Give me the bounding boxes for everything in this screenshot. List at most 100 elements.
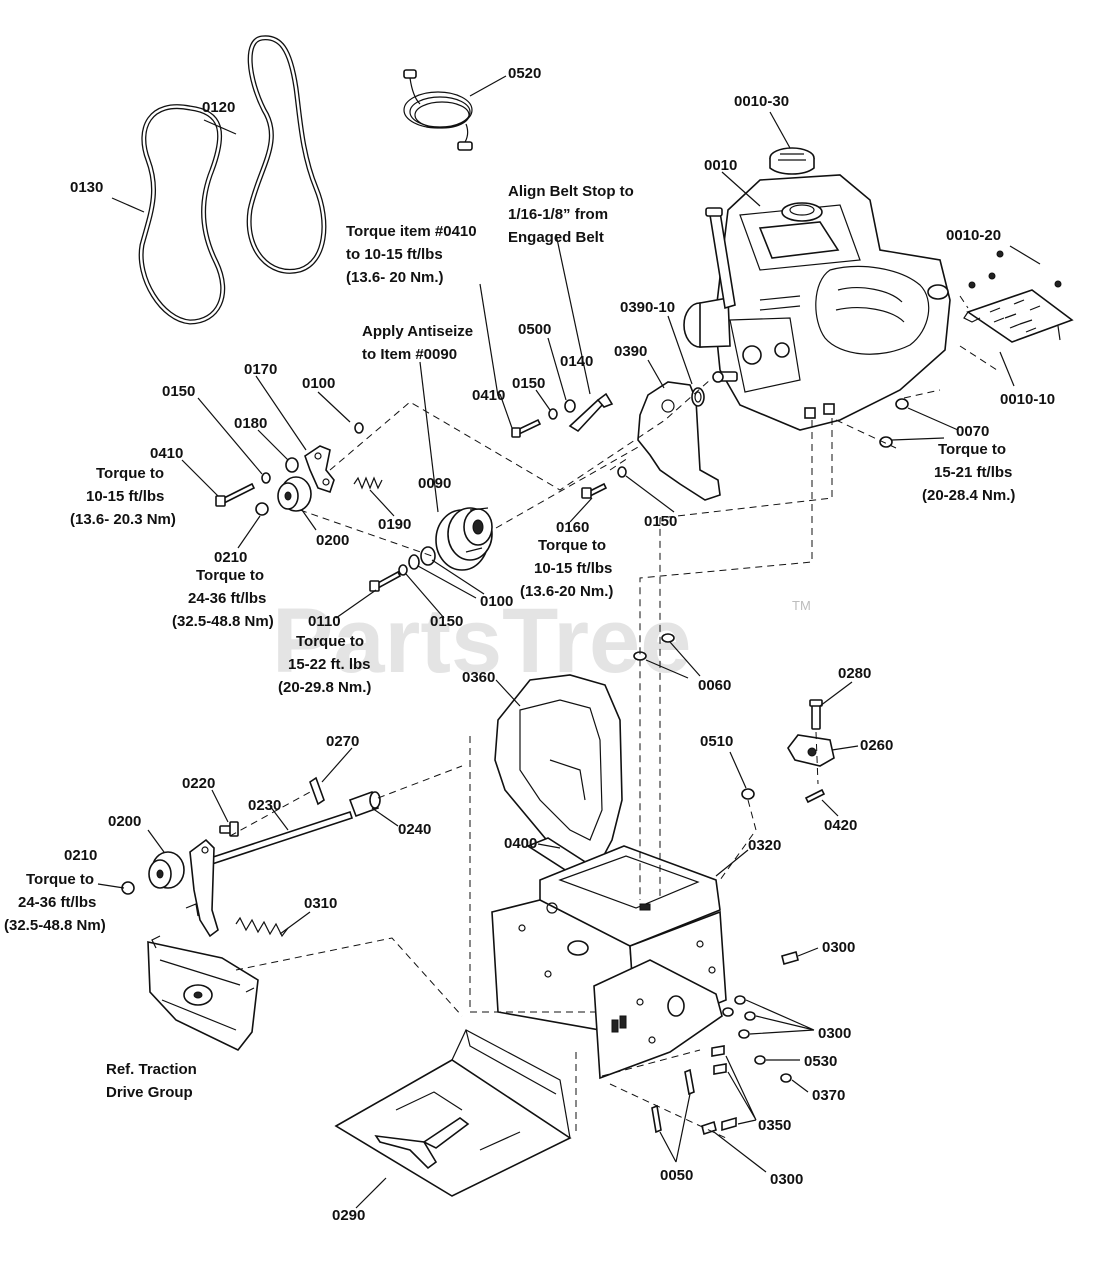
label-0280: 0280 xyxy=(838,665,871,682)
label-0510: 0510 xyxy=(700,733,733,750)
label-0110: 0110 xyxy=(308,613,341,630)
label-0390-10: 0390-10 xyxy=(620,299,675,316)
note-torque-0110: Torque to 15-22 ft. lbs (20-29.8 Nm.) xyxy=(278,633,375,696)
note-torque-0160: Torque to 10-15 ft/lbs (13.6-20 Nm.) xyxy=(520,537,617,600)
label-0420: 0420 xyxy=(824,817,857,834)
bottom-pan-0290 xyxy=(334,1029,572,1197)
idler-arm-0170 xyxy=(304,445,335,494)
washer-0510 xyxy=(741,788,755,800)
label-0060: 0060 xyxy=(698,677,731,694)
nuts-0070 xyxy=(879,398,909,448)
idler-pulley-0200-a xyxy=(277,476,312,512)
belt-0120 xyxy=(246,35,327,274)
watermark-trademark: TM xyxy=(792,598,811,613)
label-0100-a: 0100 xyxy=(302,375,335,392)
label-0300-a: 0300 xyxy=(822,939,855,956)
label-0120: 0120 xyxy=(202,99,235,116)
nut-0210-a xyxy=(255,502,269,516)
label-0230: 0230 xyxy=(248,797,281,814)
label-0010: 0010 xyxy=(704,157,737,174)
label-0400: 0400 xyxy=(504,835,537,852)
belt-stop-0140 xyxy=(568,392,614,433)
label-0210-b: 0210 xyxy=(64,847,97,864)
bolt-0220 xyxy=(219,821,239,837)
lockwasher-0150-c xyxy=(617,466,627,478)
label-0150-a: 0150 xyxy=(512,375,545,392)
engine-0010 xyxy=(683,174,951,431)
label-0180: 0180 xyxy=(234,415,267,432)
label-0200-a: 0200 xyxy=(316,532,349,549)
label-0210-a: 0210 xyxy=(214,549,247,566)
label-0360: 0360 xyxy=(462,669,495,686)
label-0300-c: 0300 xyxy=(770,1171,803,1188)
bracket-0260 xyxy=(787,734,835,767)
label-0500: 0500 xyxy=(518,321,551,338)
idler-bracket xyxy=(185,838,219,938)
label-0010-10: 0010-10 xyxy=(1000,391,1055,408)
label-0050: 0050 xyxy=(660,1167,693,1184)
label-0290: 0290 xyxy=(332,1207,365,1224)
bolt-0280 xyxy=(809,699,823,730)
label-0410-a: 0410 xyxy=(472,387,505,404)
label-0520: 0520 xyxy=(508,65,541,82)
note-torque-0070: Torque to 15-21 ft/lbs (20-28.4 Nm.) xyxy=(922,441,1017,504)
engine-pulley-0090 xyxy=(435,507,493,571)
bolts-0350 xyxy=(711,1045,737,1132)
note-torque-0210-lower: Torque to 24-36 ft/lbs (32.5-48.8 Nm) xyxy=(4,871,106,934)
bolt-0410-a xyxy=(511,418,542,438)
washer-0100-b xyxy=(408,546,436,570)
label-0320: 0320 xyxy=(748,837,781,854)
shaft-0230 xyxy=(202,810,354,868)
label-0350: 0350 xyxy=(758,1117,791,1134)
label-0190: 0190 xyxy=(378,516,411,533)
screw-0420 xyxy=(804,788,826,804)
bolt-0160 xyxy=(581,482,608,499)
screws-0010-20 xyxy=(968,250,1062,289)
label-0270: 0270 xyxy=(326,733,359,750)
note-ref-traction-drive: Ref. Traction Drive Group xyxy=(106,1061,201,1101)
bolt-0110 xyxy=(369,570,402,592)
label-0370: 0370 xyxy=(812,1087,845,1104)
washer-0370 xyxy=(780,1073,792,1083)
belt-0130 xyxy=(138,104,226,325)
lockwasher-0150-b xyxy=(261,472,271,484)
label-0410-b: 0410 xyxy=(150,445,183,462)
bolt-0410-b xyxy=(215,482,256,507)
label-0140: 0140 xyxy=(560,353,593,370)
washer-0180 xyxy=(285,457,299,473)
label-0220: 0220 xyxy=(182,775,215,792)
spring-0190 xyxy=(353,476,383,490)
label-0010-20: 0010-20 xyxy=(946,227,1001,244)
lockwasher-0100-a xyxy=(354,422,364,434)
label-0090: 0090 xyxy=(418,475,451,492)
washer-0530 xyxy=(754,1055,766,1065)
label-0150-c: 0150 xyxy=(644,513,677,530)
label-0130: 0130 xyxy=(70,179,103,196)
idler-pulley-0200-b xyxy=(148,851,185,889)
label-0310: 0310 xyxy=(304,895,337,912)
label-0100-b: 0100 xyxy=(480,593,513,610)
label-0240: 0240 xyxy=(398,821,431,838)
label-0530: 0530 xyxy=(804,1053,837,1070)
label-0260: 0260 xyxy=(860,737,893,754)
side-plate xyxy=(593,959,723,1080)
leader-lines xyxy=(97,75,1041,1209)
label-0300-b: 0300 xyxy=(818,1025,851,1042)
lockwasher-0150-a xyxy=(548,408,558,420)
label-0160: 0160 xyxy=(556,519,589,536)
label-0150-d: 0150 xyxy=(430,613,463,630)
cord-0520 xyxy=(403,69,473,151)
label-0070: 0070 xyxy=(956,423,989,440)
note-torque-0210-upper: Torque to 24-36 ft/lbs (32.5-48.8 Nm) xyxy=(172,567,274,630)
bolts-0050 xyxy=(651,1068,695,1134)
washer-0500 xyxy=(564,399,576,413)
traction-drive-group xyxy=(147,935,259,1052)
note-align-belt-stop: Align Belt Stop to 1/16-1/8” from Engage… xyxy=(508,183,638,246)
label-0150-b: 0150 xyxy=(162,383,195,400)
note-torque-item-0410: Torque item #0410 to 10-15 ft/lbs (13.6-… xyxy=(346,223,481,286)
fuel-cap-0010-30 xyxy=(769,147,815,175)
label-0170: 0170 xyxy=(244,361,277,378)
label-0010-30: 0010-30 xyxy=(734,93,789,110)
